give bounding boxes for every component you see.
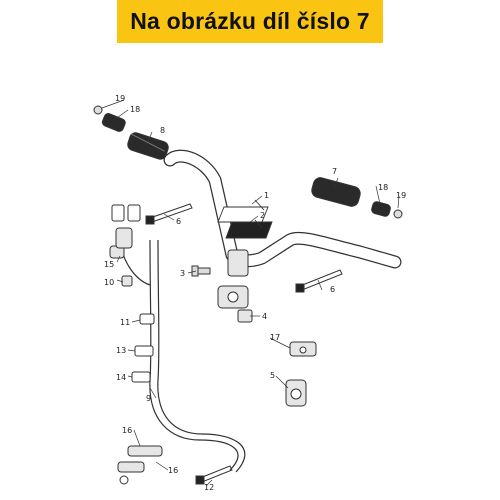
banner-text: Na obrázku díl číslo 7 (130, 8, 370, 34)
right-grip-part-7 (311, 177, 403, 219)
left-grip (93, 105, 169, 160)
cable-ties (145, 203, 343, 485)
callout-2: 2 (260, 211, 265, 220)
handlebar-clamp (217, 249, 253, 323)
callout-11: 11 (120, 318, 130, 327)
callout-18-right: 18 (378, 183, 388, 192)
callout-10: 10 (104, 278, 114, 287)
callout-9: 9 (146, 394, 151, 403)
cable-clips (131, 313, 155, 383)
callout-1: 1 (264, 191, 269, 200)
callout-16-lower: 16 (168, 466, 178, 475)
callout-7: 7 (332, 167, 337, 176)
cable-end-16 (117, 445, 163, 485)
callout-19-left: 19 (115, 94, 125, 103)
callout-4: 4 (262, 312, 267, 321)
handlebar (163, 149, 402, 269)
callout-12: 12 (204, 483, 214, 492)
callout-15: 15 (104, 260, 114, 269)
callout-18-left: 18 (130, 105, 140, 114)
callout-14: 14 (116, 373, 126, 382)
callout-5: 5 (270, 371, 275, 380)
callout-numbers: 19 18 8 1 2 6 7 18 19 3 4 6 17 5 15 10 1… (104, 94, 406, 492)
callout-17: 17 (270, 333, 280, 342)
callout-8: 8 (160, 126, 165, 135)
part-number-banner: Na obrázku díl číslo 7 (117, 0, 383, 43)
handlebar-cover-part (217, 199, 273, 239)
left-switch-parts (109, 204, 141, 287)
right-switch-parts (285, 341, 317, 407)
callout-19-right: 19 (396, 191, 406, 200)
callout-6-upper: 6 (176, 217, 181, 226)
callout-6-lower: 6 (330, 285, 335, 294)
callout-3: 3 (180, 269, 185, 278)
callout-16-upper: 16 (122, 426, 132, 435)
callout-13: 13 (116, 346, 126, 355)
leader-lines (101, 99, 400, 487)
